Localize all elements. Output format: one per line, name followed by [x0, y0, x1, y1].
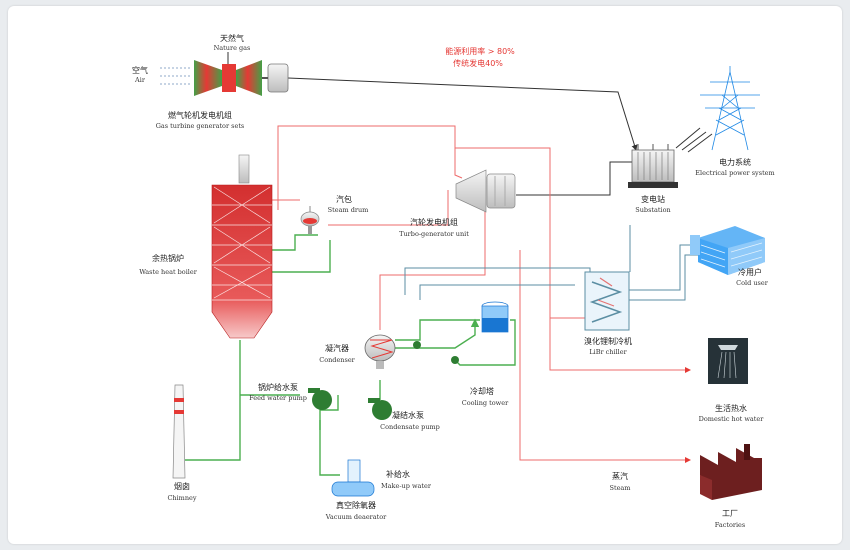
labels: 天然气 Nature gas 空气 Air 燃气轮机发电机组 Gas turbi… [132, 33, 775, 529]
traditional-label: 传统发电40% [453, 58, 503, 68]
efficiency-label: 能源利用率 > 80% [445, 46, 515, 56]
natural-gas-label: 天然气 [220, 33, 244, 43]
cold-user-building [690, 226, 765, 275]
steam-label: 蒸汽 [612, 471, 628, 481]
natural-gas-label-en: Nature gas [214, 44, 251, 52]
condensate-pump-label-en: Condensate pump [380, 423, 440, 431]
boiler-label-en: Waste heat boiler [139, 268, 198, 276]
domestic-hot-water-label-en: Domestic hot water [699, 415, 765, 423]
feed-water-pump [308, 388, 332, 410]
gas-turbine-generator [160, 52, 289, 96]
steam-lines [243, 125, 691, 463]
air-label: 空气 [132, 65, 148, 75]
power-system-label: 电力系统 [719, 157, 751, 167]
vacuum-deaerator [331, 459, 375, 497]
condenser-label: 凝汽器 [325, 343, 349, 353]
domestic-hot-water-icon [708, 338, 748, 384]
power-pylon [700, 66, 760, 151]
domestic-hot-water-label: 生活热水 [715, 403, 747, 413]
cooling-tower [481, 301, 509, 333]
steam-drum [300, 206, 320, 234]
factory-icon [700, 444, 762, 500]
chiller-label: 溴化锂制冷机 [584, 336, 632, 346]
libr-chiller [584, 271, 630, 331]
steam-drum-label-en: Steam drum [328, 206, 369, 214]
water-lines [185, 234, 516, 476]
air-label-en: Air [134, 76, 146, 84]
small-pumps [413, 341, 459, 364]
condensate-pump [368, 398, 392, 420]
makeup-water-label: 补给水 [386, 469, 410, 479]
substation [628, 144, 678, 188]
gas-turbine-label-en: Gas turbine generator sets [156, 122, 245, 130]
deaerator-label: 真空除氧器 [336, 500, 376, 510]
feed-pump-label: 锅炉给水泵 [258, 382, 298, 392]
turbo-generator [455, 169, 516, 213]
feed-pump-label-en: Feed water pump [249, 394, 307, 402]
chimney [172, 384, 186, 479]
cold-user-label-en: Cold user [736, 279, 769, 287]
boiler-label: 余热锅炉 [152, 253, 184, 263]
condenser-label-en: Condenser [319, 356, 355, 364]
steam-drum-label: 汽包 [336, 194, 352, 204]
factory-label: 工厂 [722, 509, 738, 518]
power-system-label-en: Electrical power system [695, 169, 774, 177]
factory-label-en: Factories [715, 521, 745, 529]
substation-label: 变电站 [641, 194, 665, 204]
makeup-water-label-en: Make-up water [381, 482, 432, 490]
chiller-label-en: LiBr chiller [589, 348, 627, 356]
steam-label-en: Steam [610, 484, 631, 492]
cooling-tower-label-en: Cooling tower [462, 399, 509, 407]
turbo-generator-label: 汽轮发电机组 [410, 217, 458, 227]
substation-label-en: Substation [635, 206, 670, 214]
chimney-label-en: Chimney [167, 494, 196, 502]
cold-user-label: 冷用户 [738, 267, 762, 277]
cooling-tower-label: 冷却塔 [470, 386, 494, 396]
turbo-generator-label-en: Turbo-generator unit [399, 230, 469, 238]
chimney-label: 烟囱 [174, 481, 190, 491]
gas-turbine-label: 燃气轮机发电机组 [168, 110, 232, 120]
power-lines [287, 77, 713, 196]
condensate-pump-label: 凝结水泵 [392, 410, 424, 420]
deaerator-label-en: Vacuum deaerator [325, 513, 387, 521]
condenser [364, 334, 396, 369]
waste-heat-boiler [211, 154, 273, 339]
